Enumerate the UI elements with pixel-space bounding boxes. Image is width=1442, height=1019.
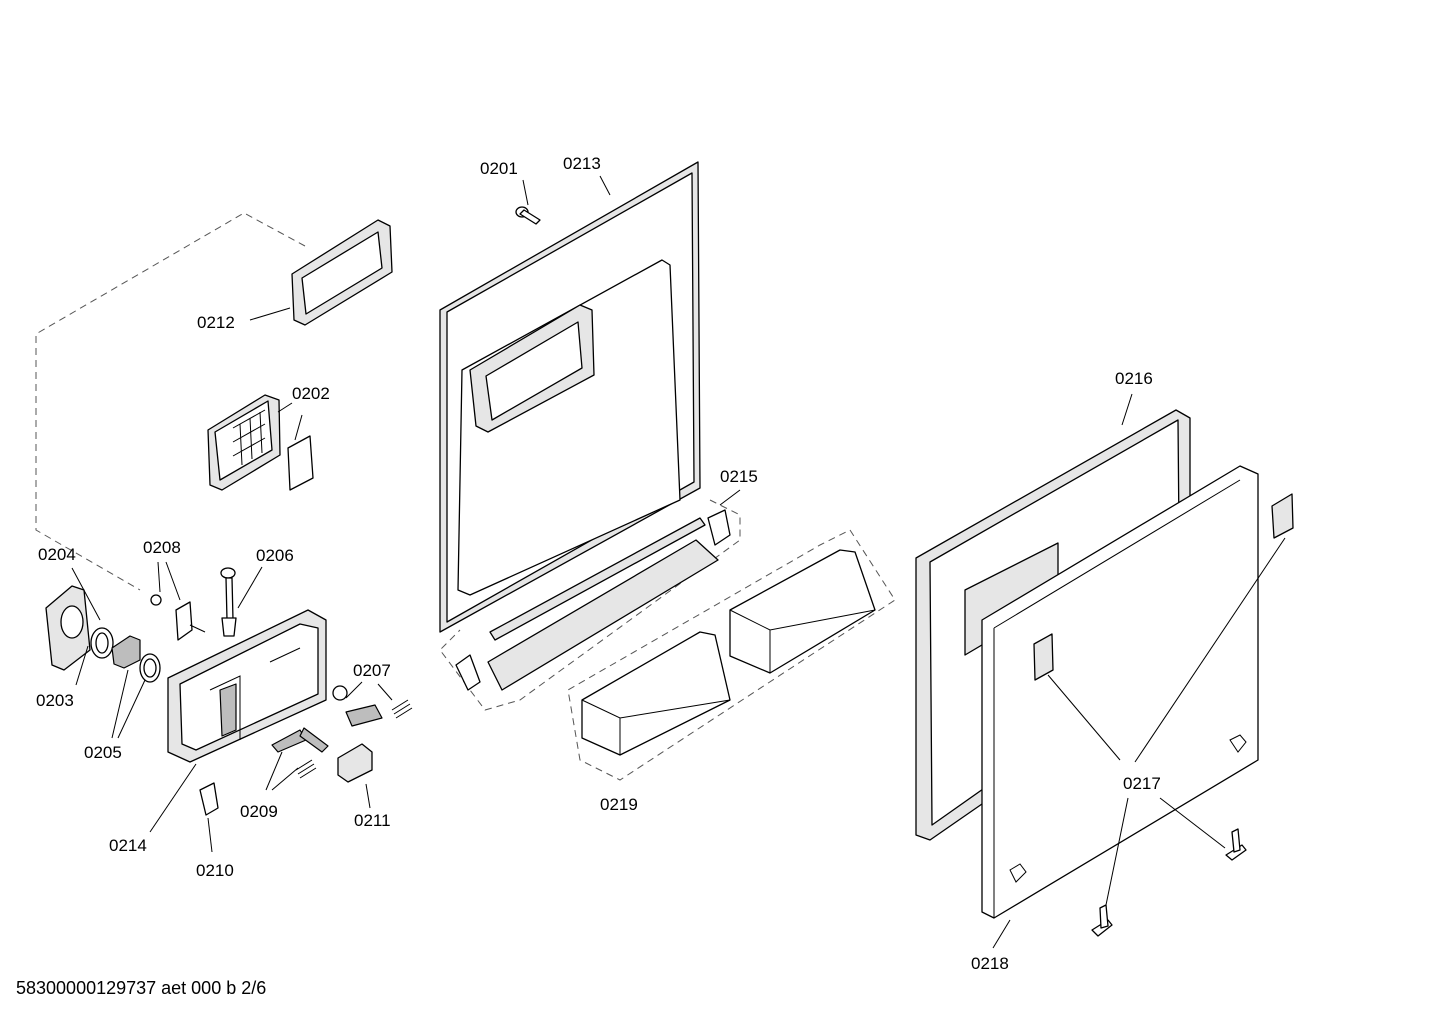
callout-0209: 0209 <box>240 802 278 821</box>
callout-0206: 0206 <box>256 546 294 565</box>
callout-0214: 0214 <box>109 836 147 855</box>
part-0211-connector <box>337 743 373 783</box>
part-0205-shaft <box>111 635 161 683</box>
part-0203-0204-knob <box>45 585 114 671</box>
callout-0205: 0205 <box>84 743 122 762</box>
part-0218-front-panel <box>981 465 1294 919</box>
part-0207-switch <box>332 685 413 727</box>
part-0210-bracket <box>199 782 219 816</box>
part-0213-inner-door <box>439 161 701 633</box>
part-0212-frame <box>291 219 393 326</box>
callout-0217: 0217 <box>1123 774 1161 793</box>
callout-0210: 0210 <box>196 861 234 880</box>
part-0209-levers <box>271 727 329 779</box>
callout-0219: 0219 <box>600 795 638 814</box>
callout-0216: 0216 <box>1115 369 1153 388</box>
callout-0211: 0211 <box>354 811 391 830</box>
callout-0208: 0208 <box>143 538 181 557</box>
callout-0202: 0202 <box>292 384 330 403</box>
part-0214-housing <box>167 609 327 763</box>
part-0208-clip <box>150 594 206 641</box>
callout-0203: 0203 <box>36 691 74 710</box>
part-0206-pin <box>220 567 237 637</box>
document-id: 58300000129737 aet 000 b 2/6 <box>16 978 267 998</box>
part-0201-screw <box>515 206 541 225</box>
callout-0207: 0207 <box>353 661 391 680</box>
part-0217-hinges <box>1091 828 1247 937</box>
callout-0212: 0212 <box>197 313 235 332</box>
callout-0204: 0204 <box>38 545 76 564</box>
callout-0215: 0215 <box>720 467 758 486</box>
part-0202-module <box>207 394 314 491</box>
leader-lines <box>71 175 1286 949</box>
part-0219-panels <box>581 549 876 756</box>
callout-0201: 0201 <box>480 159 518 178</box>
callout-0213: 0213 <box>563 154 601 173</box>
assembly-dashed-lines <box>35 212 896 781</box>
part-0215-rails <box>455 509 731 691</box>
callout-0218: 0218 <box>971 954 1009 973</box>
callout-labels: 0201 0213 0212 0202 0204 0208 0206 0207 … <box>36 154 1161 973</box>
